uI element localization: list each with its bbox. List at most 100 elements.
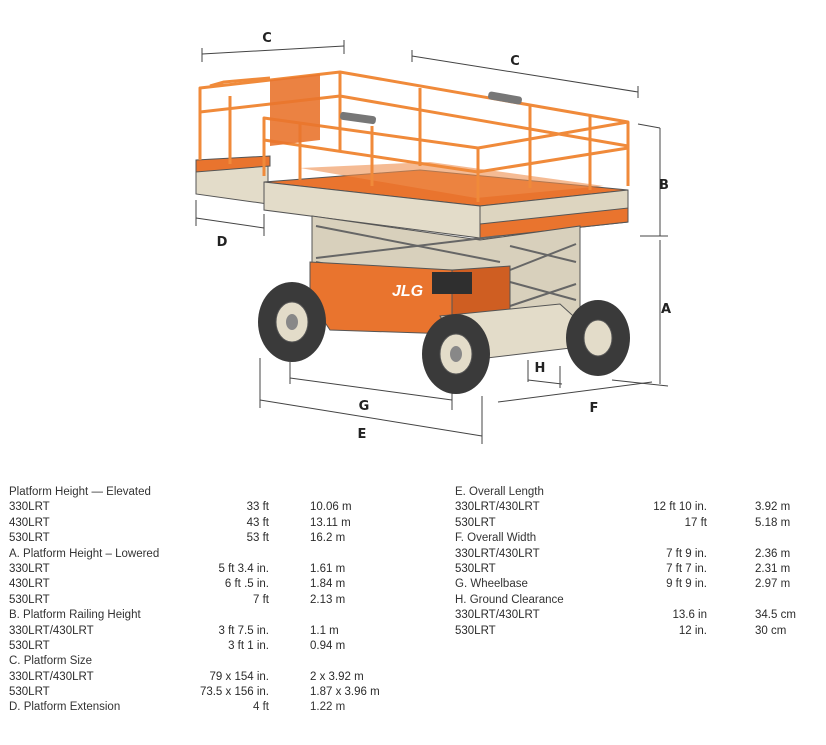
spec-metric-value: 1.1 m (310, 624, 339, 637)
front-right-wheel (566, 300, 630, 376)
spec-label: 530LRT (455, 562, 496, 575)
spec-metric-value: 1.87 x 3.96 m (310, 686, 380, 699)
spec-metric-value: 2.31 m (755, 562, 791, 575)
dim-label-b: B (659, 178, 669, 193)
spec-row: 330LRT/430LRT 79 x 154 in. 2 x 3.92 m (9, 670, 409, 685)
spec-row: 530LRT 7 ft 2.13 m (9, 593, 409, 608)
spec-label: 530LRT (9, 639, 50, 652)
spec-row: H. Ground Clearance (455, 593, 815, 608)
dim-label-e: E (358, 427, 367, 442)
dimension-lines (195, 40, 669, 444)
spec-imperial-value: 33 ft (246, 501, 269, 514)
spec-imperial-value: 13.6 in (672, 609, 707, 622)
spec-row: 530LRT 7 ft 7 in. 2.31 m (455, 562, 815, 577)
scissor-lift-diagram: JLG C C B A D H G F E (195, 31, 671, 444)
spec-imperial-value: 6 ft .5 in. (224, 578, 269, 591)
spec-label: 430LRT (9, 516, 50, 529)
spec-label: 330LRT (9, 501, 50, 514)
spec-row: G. Wheelbase 9 ft 9 in. 2.97 m (455, 577, 815, 592)
spec-metric-value: 5.18 m (755, 516, 791, 529)
spec-metric-value: 2 x 3.92 m (310, 670, 364, 683)
front-left-wheel (422, 314, 490, 394)
specs-table-right: E. Overall Length 330LRT/430LRT 12 ft 10 i… (455, 485, 815, 639)
spec-imperial-value: 3 ft 1 in. (228, 639, 269, 652)
spec-row: A. Platform Height – Lowered (9, 547, 409, 562)
spec-metric-value: 3.92 m (755, 501, 791, 514)
spec-row: F. Overall Width (455, 531, 815, 546)
spec-label: 330LRT/430LRT (455, 547, 540, 560)
spec-label: E. Overall Length (455, 486, 544, 498)
rear-left-wheel (258, 282, 326, 362)
spec-row: 530LRT 3 ft 1 in. 0.94 m (9, 639, 409, 654)
spec-row: 430LRT 43 ft 13.11 m (9, 516, 409, 531)
spec-label: H. Ground Clearance (455, 593, 564, 606)
spec-row: C. Platform Size (9, 654, 409, 669)
spec-row: 330LRT/430LRT 3 ft 7.5 in. 1.1 m (9, 624, 409, 639)
dim-label-c-left: C (262, 31, 272, 46)
spec-label: 330LRT/430LRT (455, 609, 540, 622)
spec-row: B. Platform Railing Height (9, 608, 409, 623)
spec-row: 530LRT 12 in. 30 cm (455, 624, 815, 639)
spec-label: A. Platform Height – Lowered (9, 547, 160, 560)
spec-row: 530LRT 17 ft 5.18 m (455, 516, 815, 531)
dim-label-f: F (590, 401, 599, 416)
spec-metric-value: 2.97 m (755, 578, 791, 591)
spec-label: Platform Height — Elevated (9, 486, 151, 498)
spec-row: Platform Height — Elevated (9, 485, 409, 500)
spec-metric-value: 2.13 m (310, 593, 346, 606)
spec-imperial-value: 9 ft 9 in. (666, 578, 707, 591)
spec-imperial-value: 7 ft 9 in. (666, 547, 707, 560)
spec-imperial-value: 7 ft 7 in. (666, 562, 707, 575)
spec-imperial-value: 12 ft 10 in. (653, 501, 707, 514)
spec-metric-value: 1.61 m (310, 562, 346, 575)
dim-label-c-right: C (510, 54, 520, 69)
spec-metric-value: 13.11 m (310, 516, 351, 529)
spec-imperial-value: 3 ft 7.5 in. (218, 624, 269, 637)
spec-row: 530LRT 53 ft 16.2 m (9, 531, 409, 546)
spec-label: 530LRT (9, 686, 50, 699)
spec-metric-value: 1.22 m (310, 701, 346, 714)
spec-row: 330LRT 33 ft 10.06 m (9, 500, 409, 515)
spec-metric-value: 1.84 m (310, 578, 346, 591)
spec-label: 330LRT/430LRT (9, 670, 94, 683)
spec-label: D. Platform Extension (9, 701, 121, 714)
spec-row: 530LRT 73.5 x 156 in. 1.87 x 3.96 m (9, 685, 409, 700)
platform-railings (198, 70, 630, 202)
spec-label: F. Overall Width (455, 532, 537, 545)
spec-label: 530LRT (9, 532, 50, 545)
spec-imperial-value: 7 ft (253, 593, 269, 606)
spec-label: 530LRT (455, 624, 496, 637)
dim-label-a: A (661, 302, 671, 317)
spec-metric-value: 10.06 m (310, 501, 352, 514)
spec-metric-value: 2.36 m (755, 547, 791, 560)
spec-label: B. Platform Railing Height (9, 609, 141, 622)
spec-label: 430LRT (9, 578, 50, 591)
spec-imperial-value: 17 ft (684, 516, 707, 529)
spec-label: 330LRT (9, 562, 50, 575)
dim-label-h: H (535, 361, 546, 376)
spec-imperial-value: 5 ft 3.4 in. (218, 562, 269, 575)
spec-row: 430LRT 6 ft .5 in. 1.84 m (9, 577, 409, 592)
spec-imperial-value: 43 ft (246, 516, 269, 529)
spec-imperial-value: 12 in. (678, 624, 707, 637)
spec-label: G. Wheelbase (455, 578, 528, 591)
spec-imperial-value: 53 ft (246, 532, 269, 545)
dim-label-g: G (359, 399, 370, 414)
spec-label: 330LRT/430LRT (455, 501, 540, 514)
specs-table-left: Platform Height — Elevated 330LRT 33 ft 10.… (9, 485, 409, 716)
spec-label: 330LRT/430LRT (9, 624, 94, 637)
spec-row: 330LRT/430LRT 13.6 in 34.5 cm (455, 608, 815, 623)
spec-label: 530LRT (455, 516, 496, 529)
spec-label: 530LRT (9, 593, 50, 606)
dim-label-d: D (217, 235, 228, 250)
spec-metric-value: 30 cm (755, 624, 787, 637)
spec-imperial-value: 79 x 154 in. (209, 670, 269, 683)
spec-metric-value: 34.5 cm (755, 609, 796, 622)
spec-row: 330LRT 5 ft 3.4 in. 1.61 m (9, 562, 409, 577)
spec-metric-value: 0.94 m (310, 639, 346, 652)
spec-row: E. Overall Length (455, 485, 815, 500)
spec-imperial-value: 73.5 x 156 in. (199, 686, 269, 699)
spec-row: 330LRT/430LRT 7 ft 9 in. 2.36 m (455, 547, 815, 562)
spec-metric-value: 16.2 m (310, 532, 346, 545)
